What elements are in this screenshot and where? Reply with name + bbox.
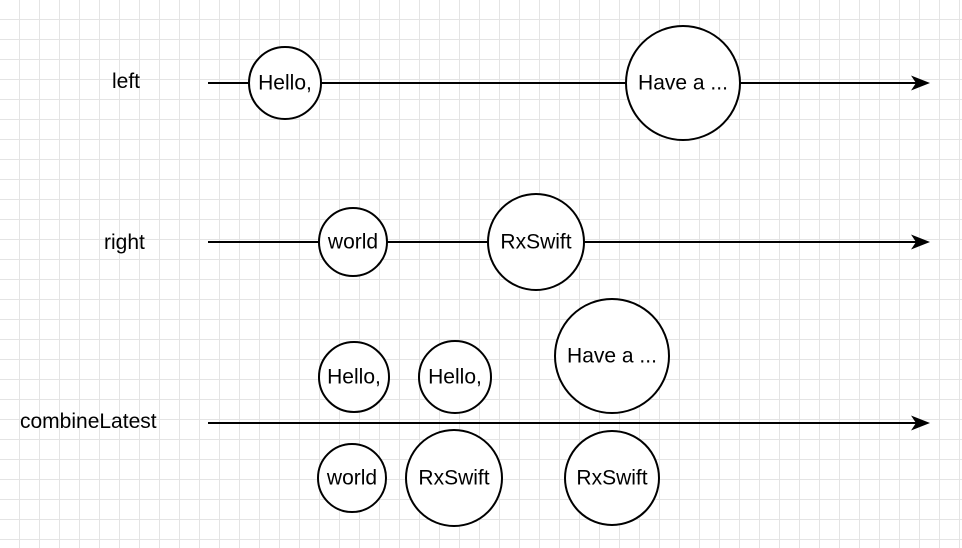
pair-top-label: Have a ... [567,345,657,368]
pair-bottom-label: world [326,467,377,490]
combined-pair: Hello, RxSwift [405,340,503,527]
pair-bottom-label: RxSwift [576,467,647,490]
arrowhead-icon [911,234,930,250]
arrowhead-icon [911,415,930,431]
event-label: Have a ... [638,72,728,95]
arrowhead-icon [911,75,930,91]
pair-top-label: Hello, [428,366,482,389]
row-label-combinelatest: combineLatest [20,410,157,433]
row-label-right: right [104,231,145,254]
event-marble: world [318,207,388,277]
combined-pair: Have a ... RxSwift [554,298,670,526]
event-label: RxSwift [500,231,571,254]
combined-pair: Hello, world [317,341,390,513]
event-marble: Hello, [248,46,322,120]
timeline-left [208,75,930,91]
timeline-combinelatest [208,415,930,431]
event-marble: Have a ... [625,25,741,141]
event-marble: RxSwift [487,193,585,291]
pair-bottom-label: RxSwift [418,467,489,490]
event-label: Hello, [258,72,312,95]
event-label: world [327,231,378,254]
row-label-left: left [112,70,141,93]
pair-top-label: Hello, [327,366,381,389]
